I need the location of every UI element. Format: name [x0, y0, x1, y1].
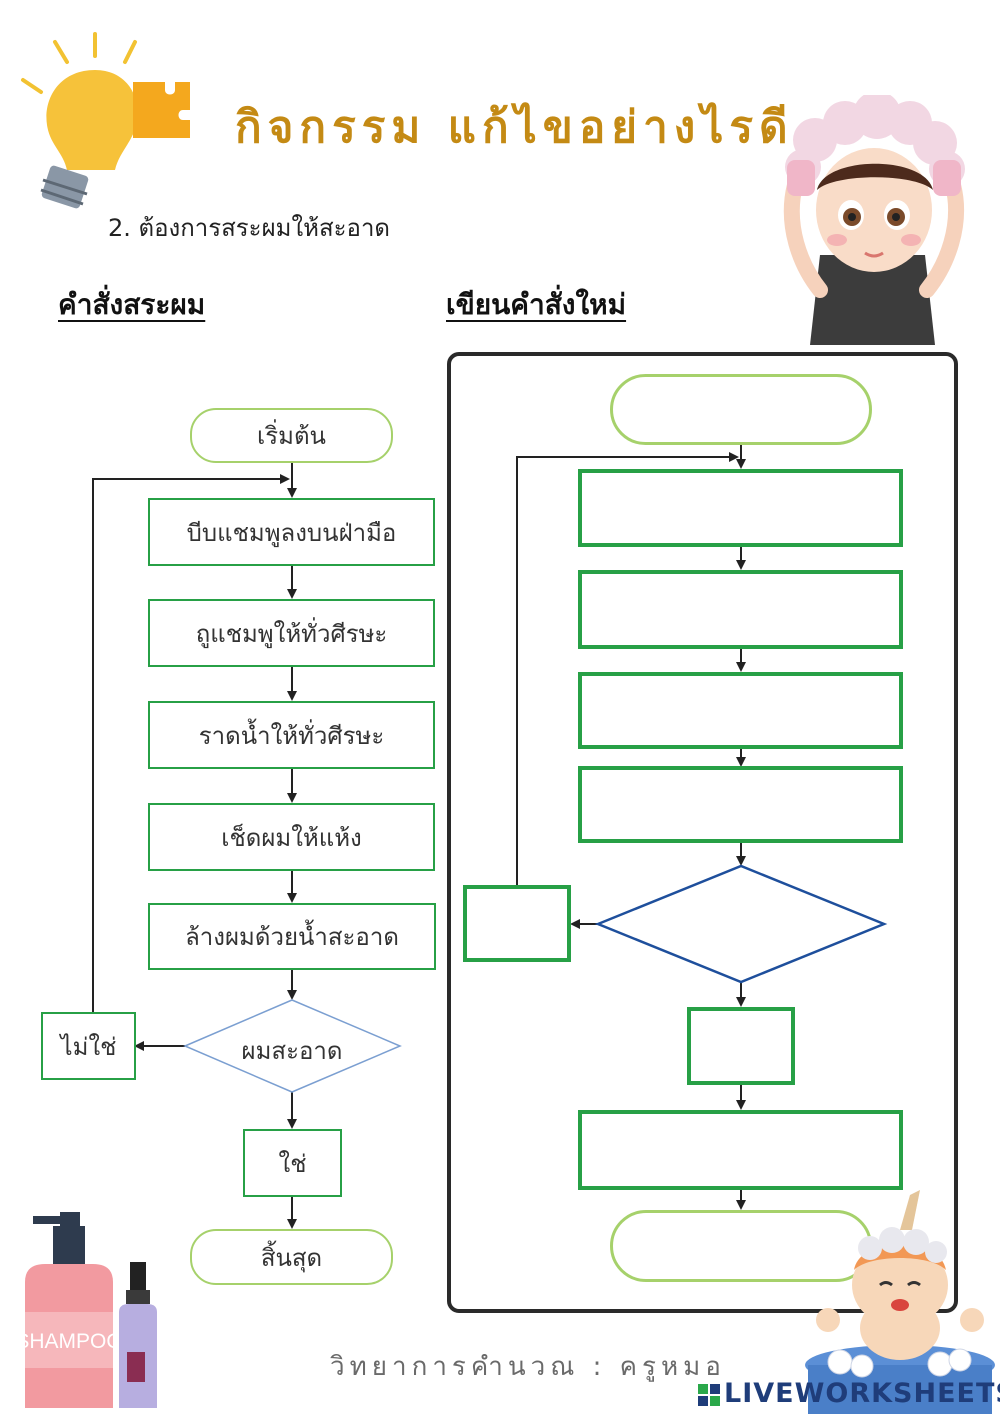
question-text: 2. ต้องการสระผมให้สะอาด — [108, 214, 391, 242]
shampoo-label: SHAMPOO — [15, 1330, 122, 1353]
end-label: สิ้นสุด — [260, 1243, 323, 1272]
footer-credit: วิทยาการคำนวณ : ครูหมอ — [330, 1352, 726, 1382]
yes-label: ใช่ — [278, 1149, 307, 1178]
step-label-1: บีบแชมพูลงบนฝ่ามือ — [186, 518, 397, 547]
answer-step-box-4[interactable] — [578, 766, 903, 843]
step-box-1: บีบแชมพูลงบนฝ่ามือ — [148, 498, 435, 566]
child-bathing-image — [805, 1190, 995, 1414]
answer-step-box-3[interactable] — [578, 672, 903, 749]
decision-label: ผมสะอาด — [241, 1037, 343, 1065]
step-box-5: ล้างผมด้วยน้ำสะอาด — [148, 903, 436, 970]
left-decision-diamond — [183, 999, 402, 1093]
answer-end-terminal[interactable] — [610, 1210, 872, 1282]
start-terminal: เริ่มต้น — [190, 408, 393, 463]
end-terminal: สิ้นสุด — [190, 1229, 393, 1285]
shampoo-bottles-image: SHAMPOO — [15, 1212, 157, 1408]
right-decision-diamond — [594, 864, 888, 984]
step-label-4: เช็ดผมให้แห้ง — [221, 823, 362, 852]
answer-no-box[interactable] — [463, 885, 571, 962]
start-label: เริ่มต้น — [257, 422, 326, 450]
no-box: ไม่ใช่ — [41, 1012, 136, 1080]
step-label-2: ถูแชมพูให้ทั่วศีรษะ — [195, 619, 388, 648]
step-label-3: ราดน้ำให้ทั่วศีรษะ — [198, 721, 385, 750]
answer-yes-box[interactable] — [687, 1007, 795, 1085]
answer-step-box-2[interactable] — [578, 570, 903, 649]
liveworksheets-logo-icon — [698, 1384, 720, 1406]
no-label: ไม่ใช่ — [60, 1032, 117, 1061]
step-label-5: ล้างผมด้วยน้ำสะอาด — [185, 923, 399, 951]
yes-box: ใช่ — [243, 1129, 342, 1197]
right-heading: เขียนคำสั่งใหม่ — [446, 288, 627, 321]
answer-start-terminal[interactable] — [610, 374, 872, 445]
liveworksheets-brand[interactable]: LIVEWORKSHEETS — [724, 1378, 1000, 1409]
page-title: กิจกรรม แก้ไขอย่างไรดี — [235, 102, 794, 153]
answer-frame — [447, 352, 958, 1313]
lightbulb-puzzle-icon — [21, 32, 190, 209]
step-box-2: ถูแชมพูให้ทั่วศีรษะ — [148, 599, 435, 667]
girl-washing-hair-image — [783, 95, 965, 345]
answer-step-box-5[interactable] — [578, 1110, 903, 1190]
step-box-4: เช็ดผมให้แห้ง — [148, 803, 435, 871]
left-heading: คำสั่งสระผม — [58, 288, 206, 321]
step-box-3: ราดน้ำให้ทั่วศีรษะ — [148, 701, 435, 769]
answer-step-box-1[interactable] — [578, 469, 903, 547]
